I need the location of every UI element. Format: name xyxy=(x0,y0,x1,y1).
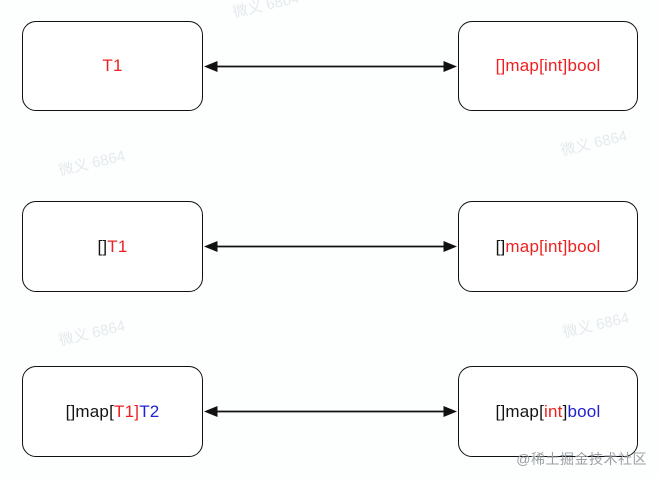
type-text-segment: []map[ xyxy=(495,401,544,421)
type-text-segment: int xyxy=(544,401,563,421)
type-text-segment: ] xyxy=(562,401,568,421)
node-map-int-bool-slice-1: []map[int]bool xyxy=(458,21,638,111)
site-watermark: @稀土掘金技术社区 xyxy=(516,451,647,467)
type-text-segment: map[int]bool xyxy=(505,236,601,256)
type-text-segment: T2 xyxy=(139,401,160,421)
node-label: []map[int]bool xyxy=(496,237,601,257)
type-text-segment: T1 xyxy=(102,56,123,75)
node-t1: T1 xyxy=(22,21,203,111)
type-text-segment: []map[ xyxy=(65,401,115,421)
node-label: []map[int]bool xyxy=(496,56,601,76)
node-slice-t1: []T1 xyxy=(22,201,203,292)
type-text-segment: []map[int]bool xyxy=(495,56,601,75)
double-arrow-row-3 xyxy=(204,406,457,417)
diagonal-watermark: 微义 6864 xyxy=(57,147,127,180)
diagonal-watermark: 微义 6864 xyxy=(561,309,631,342)
double-arrow-row-2 xyxy=(204,241,457,252)
type-text-segment: T1] xyxy=(114,401,140,421)
diagonal-watermark: 微义 6864 xyxy=(57,317,127,350)
node-map-int-bool-slice-3: []map[int]bool xyxy=(458,366,638,457)
type-text-segment: [] xyxy=(495,236,506,256)
node-map-int-bool-slice-2: []map[int]bool xyxy=(458,201,638,292)
double-arrow-row-1 xyxy=(204,61,457,72)
diagonal-watermark: 微义 6864 xyxy=(559,127,629,160)
node-slice-map-t1-t2: []map[T1]T2 xyxy=(22,366,203,457)
diagonal-watermark: 微义 6864 xyxy=(231,0,301,22)
type-text-segment: T1 xyxy=(107,236,128,256)
node-label: []map[T1]T2 xyxy=(66,402,160,422)
node-label: []map[int]bool xyxy=(496,402,601,422)
type-text-segment: [] xyxy=(97,236,108,256)
node-label: []T1 xyxy=(97,237,127,257)
node-label: T1 xyxy=(102,56,122,76)
type-text-segment: bool xyxy=(567,401,601,421)
